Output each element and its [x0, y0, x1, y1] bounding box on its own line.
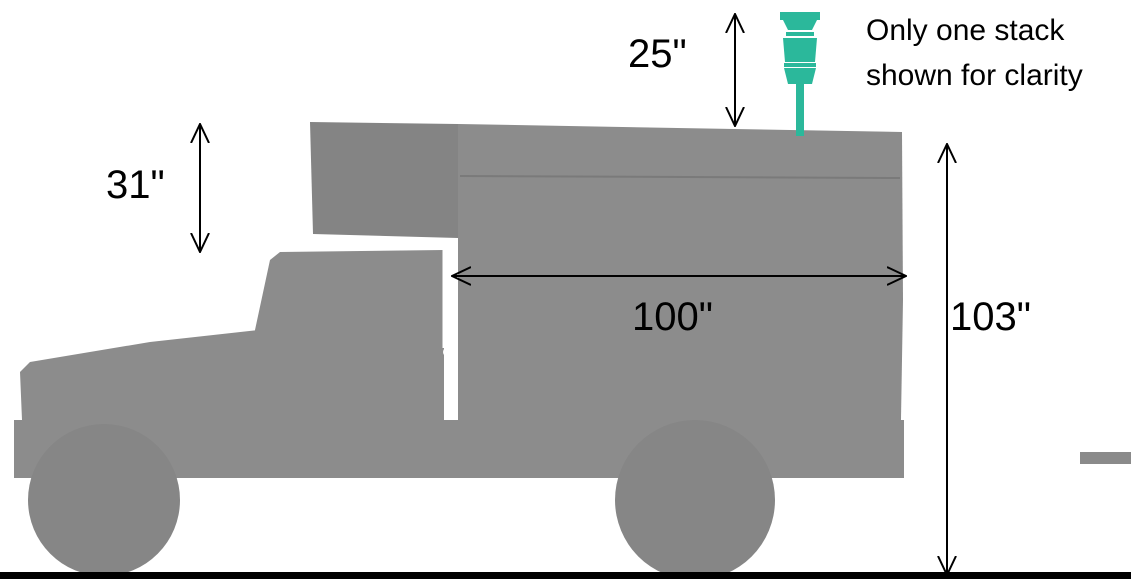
box-length-label: 100" [632, 295, 713, 339]
note-line-1: Only one stack [866, 14, 1065, 47]
ground-line [0, 572, 1131, 579]
camper-box [458, 124, 903, 478]
note-line-2: shown for clarity [866, 59, 1083, 92]
total-height-label: 103" [950, 295, 1031, 339]
camper-overhang [310, 122, 458, 238]
right-edge-detail [1080, 452, 1131, 464]
seam-dot [443, 347, 453, 357]
vehicle-silhouette [14, 122, 904, 580]
box-detail-line [459, 175, 901, 179]
exhaust-stack-icon [780, 12, 820, 136]
rear-wheel [615, 420, 775, 580]
overhang-height-label: 31" [106, 163, 165, 207]
front-wheel [28, 424, 180, 576]
stack-height-label: 25" [628, 32, 687, 76]
